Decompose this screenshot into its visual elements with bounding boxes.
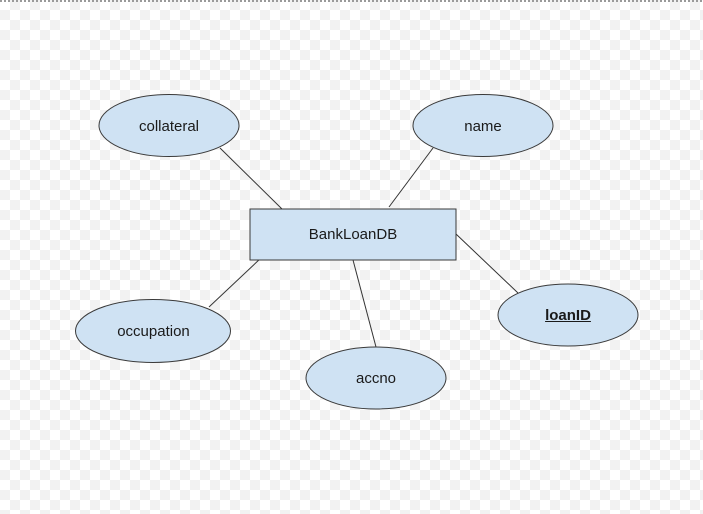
attribute-name-shape[interactable] <box>412 94 554 157</box>
attribute-loanid-label: loanID <box>545 306 591 324</box>
attribute-occupation-label: occupation <box>117 323 190 340</box>
attribute-collateral-shape[interactable] <box>98 94 240 157</box>
connector-name <box>388 147 434 208</box>
connector-accno <box>352 259 377 348</box>
attribute-accno-label: accno <box>355 369 397 387</box>
entity-label: BankLoanDB <box>308 226 398 243</box>
attribute-loanid-shape[interactable] <box>497 283 639 347</box>
canvas-top-border <box>0 0 703 2</box>
attribute-name-label: name <box>464 117 502 135</box>
attribute-accno-shape[interactable] <box>305 346 447 410</box>
connector-loanid <box>455 233 519 294</box>
attribute-occupation-shape[interactable] <box>75 299 231 363</box>
entity-shape[interactable] <box>249 208 457 261</box>
attribute-collateral-label: collateral <box>138 117 200 135</box>
connector-occupation <box>208 257 262 308</box>
connector-collateral <box>219 147 283 210</box>
